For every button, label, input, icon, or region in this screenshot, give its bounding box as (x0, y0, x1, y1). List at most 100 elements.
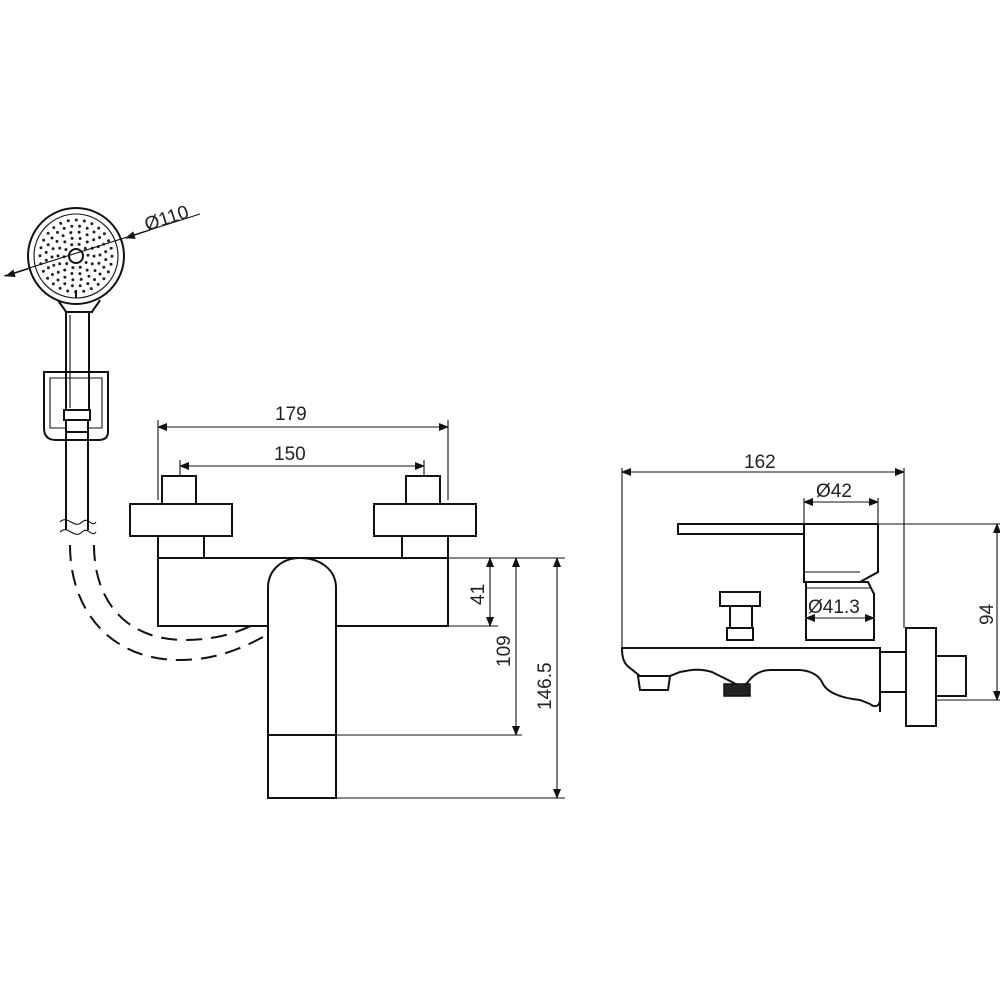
spray-nozzle (102, 265, 106, 269)
side-height-label: 94 (977, 603, 998, 625)
spray-nozzle (86, 253, 90, 257)
center-distance-label: 150 (274, 444, 306, 465)
spray-nozzle (93, 278, 96, 282)
spray-nozzle (65, 262, 69, 266)
total-height-label: 146.5 (535, 662, 556, 710)
spray-nozzle (97, 261, 101, 265)
spray-nozzle (59, 221, 63, 225)
spray-nozzle (70, 272, 74, 275)
spray-nozzle (77, 230, 81, 234)
spray-nozzle (78, 237, 82, 240)
spray-nozzle (63, 275, 67, 279)
spray-nozzle (71, 266, 75, 270)
spray-nozzle (56, 270, 60, 274)
spray-nozzle (46, 243, 50, 247)
spray-nozzle (98, 272, 102, 276)
spray-nozzle (46, 276, 50, 280)
showerhead-diameter-callout: Ø110 (3, 202, 201, 278)
spray-nozzle (107, 239, 111, 243)
spray-nozzle (55, 239, 59, 243)
spray-nozzle (63, 282, 67, 286)
spray-nozzle (56, 254, 60, 258)
spray-nozzle (56, 230, 59, 234)
spray-nozzle (52, 263, 56, 267)
handle-diameter-label: Ø42 (816, 481, 852, 502)
spray-nozzle (51, 247, 55, 251)
spray-nozzle (96, 282, 100, 286)
spray-nozzle (52, 226, 56, 230)
side-depth-label: 162 (744, 452, 776, 473)
spray-nozzle (85, 268, 89, 272)
spray-nozzle (50, 236, 54, 240)
spray-nozzle (92, 254, 96, 258)
spray-nozzle (83, 246, 87, 250)
spray-nozzle (50, 255, 54, 259)
spray-nozzle (64, 248, 68, 251)
spray-nozzle (78, 272, 82, 276)
body-height-label: 41 (468, 584, 489, 605)
spray-nozzle (102, 232, 106, 236)
spray-nozzle (86, 282, 90, 286)
spray-nozzle (92, 230, 96, 234)
spray-nozzle (104, 258, 108, 262)
spray-nozzle (85, 240, 89, 244)
spray-nozzle (77, 242, 81, 246)
showerhead-diameter-label: Ø110 (142, 202, 191, 236)
spray-nozzle (98, 253, 102, 257)
spray-nozzle (63, 240, 67, 244)
spray-nozzle (98, 236, 102, 239)
spray-nozzle (90, 222, 94, 226)
cartridge-diameter-label: Ø41.3 (808, 597, 860, 618)
shower-holder (43, 371, 109, 441)
side-dimensions: 162 Ø42 Ø41.3 94 (621, 452, 1000, 701)
spray-nozzle (84, 261, 88, 264)
shower-hose (59, 432, 276, 662)
spray-nozzle (44, 258, 48, 262)
spray-nozzle (66, 219, 70, 223)
spray-nozzle (89, 287, 93, 291)
spray-nozzle (78, 265, 82, 269)
spray-nozzles (38, 218, 114, 294)
spray-nozzle (109, 262, 113, 266)
spray-nozzle (70, 243, 74, 247)
spout-height-label: 109 (494, 635, 515, 667)
spray-nozzle (70, 224, 74, 228)
spray-nozzle (39, 246, 43, 250)
spray-nozzle (82, 219, 86, 223)
spray-nozzle (63, 268, 67, 272)
spray-nozzle (97, 226, 101, 230)
spray-nozzle (58, 286, 62, 290)
spray-nozzle (46, 231, 50, 235)
spray-nozzle (106, 270, 110, 274)
spray-nozzle (70, 284, 74, 288)
spray-nozzle (109, 246, 113, 250)
spray-nozzle (42, 238, 46, 242)
spray-nozzle (38, 254, 42, 258)
side-view (620, 523, 967, 727)
spray-nozzle (71, 278, 75, 282)
spray-nozzle (79, 277, 83, 281)
spray-nozzle (85, 233, 89, 237)
spray-nozzle (62, 226, 66, 230)
spray-nozzle (74, 218, 78, 222)
spray-nozzle (46, 266, 50, 270)
front-dimensions: 179 150 41 109 146.5 (157, 404, 565, 799)
front-view (129, 420, 477, 799)
spray-nozzle (104, 250, 108, 254)
spray-nozzle (110, 254, 114, 258)
spray-nozzle (41, 269, 45, 273)
spray-nozzle (85, 226, 89, 230)
spray-nozzle (90, 262, 94, 266)
spray-nozzle (102, 277, 106, 281)
spray-nozzle (78, 224, 82, 228)
spray-nozzle (70, 236, 74, 240)
spray-nozzle (61, 234, 65, 238)
shower-head (27, 207, 125, 410)
outer-width-label: 179 (275, 404, 307, 425)
spray-nozzle (58, 246, 62, 250)
spray-nozzle (56, 278, 60, 282)
spray-nozzle (93, 269, 97, 273)
spray-nozzle (50, 273, 54, 276)
spray-nozzle (58, 262, 62, 266)
